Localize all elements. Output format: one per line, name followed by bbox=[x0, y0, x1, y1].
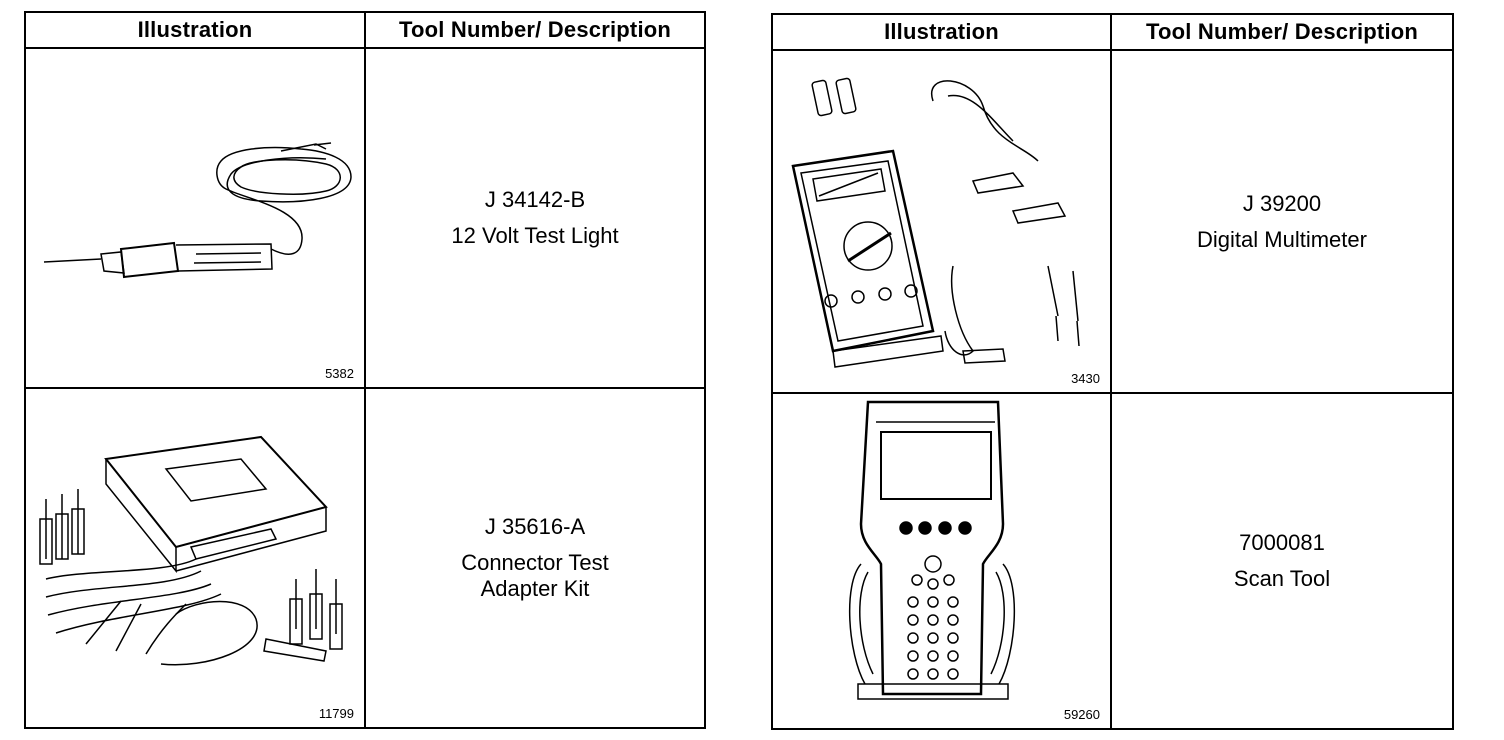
tool-description-cell: 7000081 Scan Tool bbox=[1112, 394, 1452, 728]
tool-description-cell: J 39200 Digital Multimeter bbox=[1112, 51, 1452, 392]
tool-number: J 34142-B bbox=[484, 187, 586, 212]
connector-kit-icon bbox=[39, 435, 343, 666]
header-tool-description: Tool Number/ Description bbox=[1145, 19, 1419, 44]
multimeter-icon bbox=[791, 77, 1080, 368]
illustration-cell: 5382 bbox=[26, 49, 364, 387]
tool-description: Scan Tool bbox=[1233, 566, 1331, 591]
tool-description: 12 Volt Test Light bbox=[451, 223, 619, 248]
illustration-cell: 11799 bbox=[26, 389, 364, 727]
scan-tool-icon bbox=[848, 400, 1016, 700]
figure-number: 3430 bbox=[1071, 371, 1100, 386]
figure-number: 11799 bbox=[318, 706, 354, 721]
illustration-cell: 59260 bbox=[773, 394, 1110, 728]
tool-description: Connector Test bbox=[461, 550, 609, 575]
header-illustration: Illustration bbox=[137, 17, 253, 42]
figure-number: 5382 bbox=[325, 366, 354, 381]
tool-number: J 35616-A bbox=[484, 514, 586, 539]
test-light-icon bbox=[43, 142, 352, 279]
header-illustration: Illustration bbox=[884, 19, 999, 44]
tool-number: 7000081 bbox=[1239, 530, 1325, 555]
tool-table-left: Illustration Tool Number/ Description 53… bbox=[24, 11, 706, 729]
tool-description: Digital Multimeter bbox=[1197, 226, 1367, 252]
tool-table-right: Illustration Tool Number/ Description 34… bbox=[771, 13, 1454, 730]
tool-description-cell: J 35616-A Connector Test Adapter Kit bbox=[366, 389, 704, 727]
header-tool-description: Tool Number/ Description bbox=[398, 17, 672, 42]
tool-number: J 39200 bbox=[1242, 190, 1322, 216]
figure-number: 59260 bbox=[1063, 707, 1100, 722]
tool-description-cell: J 34142-B 12 Volt Test Light bbox=[366, 49, 704, 387]
illustration-cell: 3430 bbox=[773, 51, 1110, 392]
table-header: Illustration Tool Number/ Description bbox=[773, 15, 1452, 51]
tool-description: Adapter Kit bbox=[480, 576, 590, 601]
